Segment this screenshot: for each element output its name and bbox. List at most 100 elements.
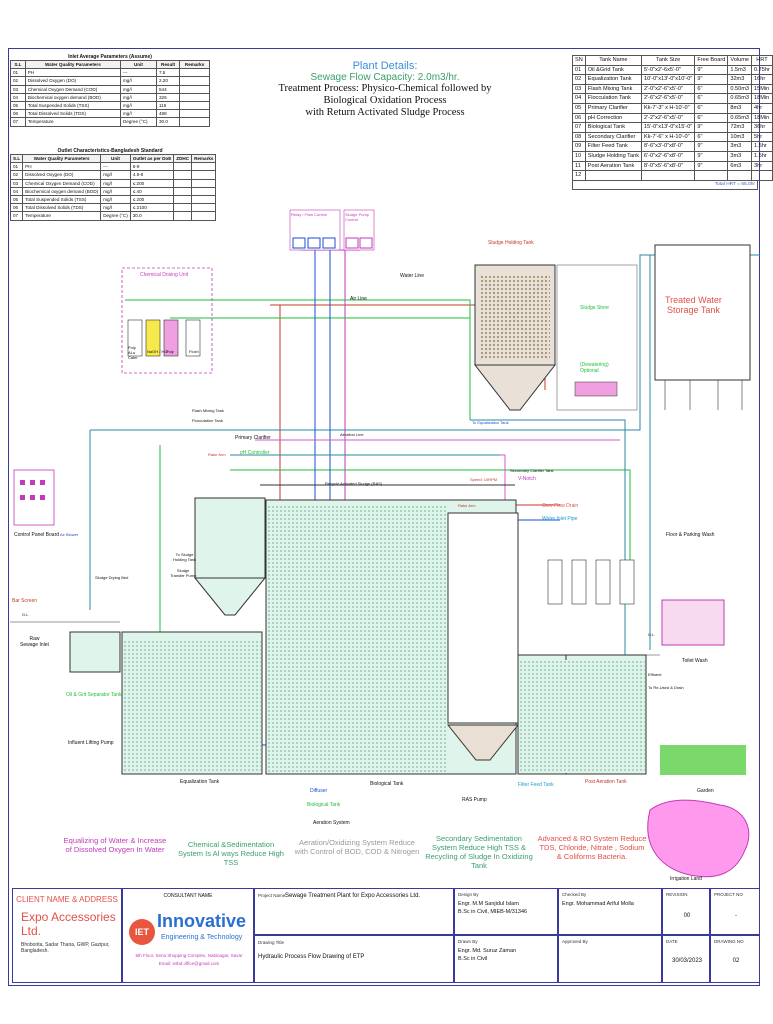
table-cell: Total Suspended Solids (TSS) <box>24 101 121 111</box>
sludge-holding-fill <box>480 275 550 360</box>
biological-tank-2-label: Biological Tank <box>307 802 341 808</box>
table-header-cell: S.L <box>9 153 24 164</box>
sludge-store-label: Sludge Store <box>580 305 609 311</box>
biological-tank-water <box>267 505 447 773</box>
table-cell: 04 <box>9 186 24 197</box>
garden-label: Garden <box>697 788 714 794</box>
table-header-cell: Water Quality Parameters <box>24 59 121 70</box>
water-line-label: Water Line <box>400 273 424 279</box>
table-cell: Dissolved Oxygen (DO) <box>22 170 102 180</box>
table-cell: 06 <box>9 203 24 213</box>
revision-value: 00 <box>683 913 691 919</box>
flash-mixing-label: Flash Mixing Tank <box>192 408 224 413</box>
client-block: CLIENT NAME & ADDRESS Expo Accessories L… <box>12 888 122 983</box>
toilet-wash-label: Toilet Wash <box>682 658 708 664</box>
post-aeration-water <box>519 660 645 773</box>
revision-block: REVISION 00 <box>662 888 710 935</box>
design-block: Design By Engr. M.M Sanjidul Islam B.Sc … <box>454 888 558 935</box>
diffuser-label: Diffuser <box>310 788 328 794</box>
equalization-label: Equalization Tank <box>180 779 220 785</box>
v-notch-label: V-Notch <box>518 476 536 482</box>
sludge-drying-label: Sludge Drying Bed <box>95 575 129 580</box>
drawing-title-label: Drawing Title <box>258 940 285 945</box>
caption-equalizing: Equalizing of Water & Increase of Dissol… <box>63 836 167 854</box>
speed-label: Speed: 10RPM <box>470 477 498 482</box>
outlet-parameters: Outlet Characteristics-Bangladesh Standa… <box>9 148 217 221</box>
table-cell: 05 <box>9 195 24 205</box>
total-hrt-label: Total HRT = <box>714 181 741 187</box>
table-header-cell: Remarks <box>179 59 210 70</box>
table-cell: 01 <box>9 162 24 172</box>
water-inlet-label: Water Inlet Pipe <box>542 516 578 522</box>
client-name: Expo Accessories Ltd. <box>21 910 116 938</box>
design-label: Design By <box>458 892 479 897</box>
plant-details: Plant Details: Sewage Flow Capacity: 2.0… <box>270 60 500 119</box>
date-block: DATE 30/03/2023 <box>662 935 710 983</box>
sludge-holding-label: Sludge Holding Tank <box>488 240 534 246</box>
client-address: Bhoborita, Sadar Thana, GWP, Gazipur, Ba… <box>21 942 110 954</box>
gl-2-label: G.L <box>648 632 655 637</box>
chem2-label: NaOH / HCl <box>147 349 169 354</box>
table-cell: Biochemical oxygen demand (BOD) <box>22 186 102 197</box>
checked-label: Checked By <box>562 892 587 897</box>
filter-feed-label: Filter Feed Tank <box>518 782 554 788</box>
drawn-block: Drawn By Engr. Md. Suruz Zaman B.Sc in C… <box>454 935 558 983</box>
process-line-1: Treatment Process: Physico-Chemical foll… <box>278 83 492 94</box>
bar-screen-label: Bar Screen <box>12 598 38 604</box>
project-no-value: - <box>735 913 737 919</box>
table-cell <box>640 170 696 181</box>
process-line-3: with Return Activated Sludge Process <box>305 107 465 118</box>
table-cell: Total Dissolved Solids (TDS) <box>24 109 121 119</box>
table-cell: Total Suspended Solids (TSS) <box>22 195 102 205</box>
caption-chemical: Chemical &Sedimentation System Is Al way… <box>178 840 284 867</box>
table-cell: Temperature <box>24 117 121 127</box>
to-reused-label: To Re-Used & Drain <box>648 685 684 690</box>
project-no-block: PROJECT NO - <box>710 888 760 935</box>
irrigation-label: Irrigation Land <box>670 876 702 882</box>
table-cell <box>179 117 210 127</box>
consultant-email: Email: ietbd.office@gmail.com <box>158 961 220 966</box>
approved-label: Approved By <box>562 939 588 944</box>
chem3-label: Poly <box>166 349 174 354</box>
table-cell: 30.0 <box>129 211 175 221</box>
consultant-heading: CONSULTANT NAME <box>163 893 213 899</box>
table-cell: Total Dissolved Solids (TDS) <box>22 203 102 213</box>
table-cell: 07 <box>9 211 24 221</box>
drawn-name: Engr. Md. Suruz Zaman <box>458 948 517 954</box>
iet-logo: IET <box>129 919 155 945</box>
consultant-address: 5th Floor, Sena Shopping Complex, Nabina… <box>135 953 243 958</box>
tank-row: 12 <box>572 170 773 181</box>
control-panel-label: Control Panel Board <box>14 532 60 538</box>
table-header-cell: Result <box>155 59 181 70</box>
table-cell: Temperature <box>22 211 102 221</box>
blower-label: Air Blower <box>60 532 79 537</box>
checked-block: Checked By Engr. Mohammad Ariful Molla <box>558 888 662 935</box>
table-cell <box>751 170 773 181</box>
sludge-transfer-label: Sludge Transfer Pump <box>170 568 197 578</box>
to-sludge-holding-label: To Sludge Holding Tank <box>173 552 197 562</box>
flocculation-label: Flocculation Tank <box>192 418 223 423</box>
project-name-label: Project Name: <box>258 893 287 898</box>
date-value: 30/03/2023 <box>671 958 703 964</box>
project-name-block: Project Name: Sewage Treatment Plant for… <box>254 888 454 935</box>
recycle-label: Recycle Activated Sludge (RAS) <box>325 481 383 486</box>
drawn-degree: B.Sc in Civil <box>458 956 488 962</box>
drawing-title-block: Drawing Title Hydraulic Process Flow Dra… <box>254 935 454 983</box>
drawing-title: Hydraulic Process Flow Drawing of ETP <box>258 954 365 960</box>
table-cell: Chemical Oxygen Demand (COD) <box>24 84 121 94</box>
caption-aeration: Aeration/Oxidizing System Reduce with Co… <box>294 838 420 856</box>
panel1-label: Relay / Flow Control <box>291 212 328 217</box>
consultant-name: Innovative <box>157 911 247 931</box>
oil-grit-label: Oil & Grit Separator Tank <box>66 692 122 698</box>
influent-pump-label: Influent Lifting Pump <box>68 740 114 746</box>
